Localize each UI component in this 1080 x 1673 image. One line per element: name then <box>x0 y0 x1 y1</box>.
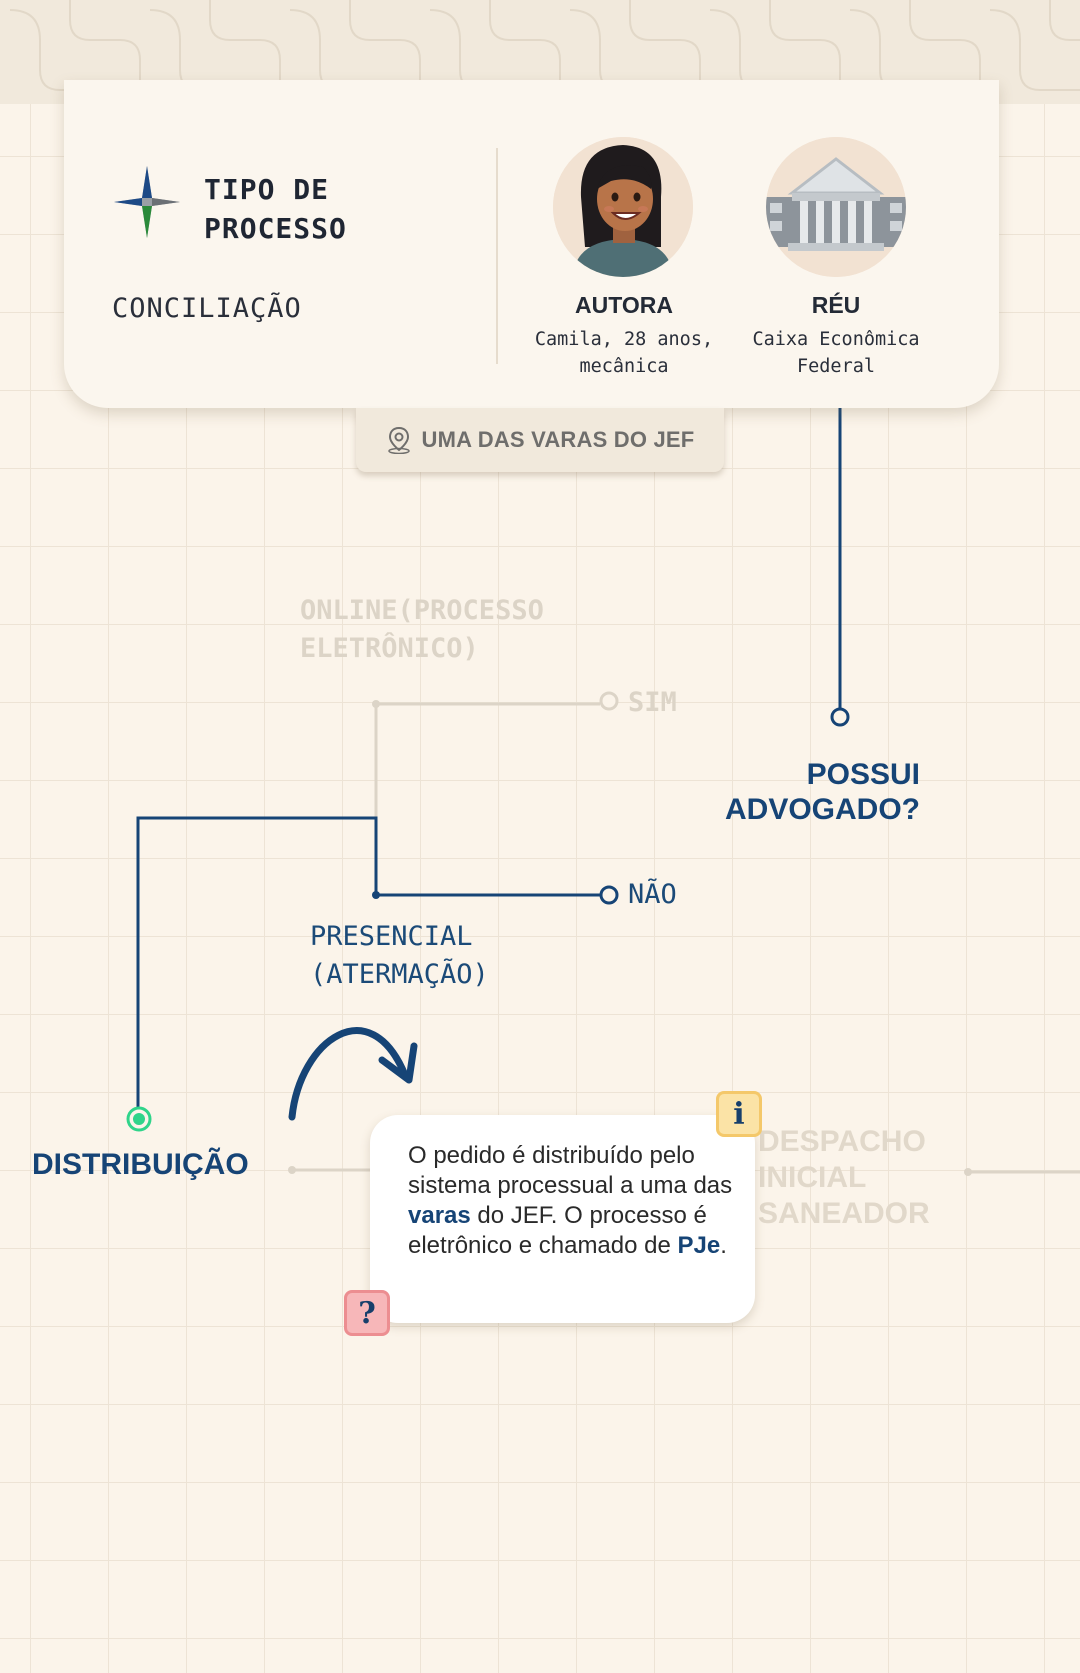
help-icon[interactable]: ? <box>344 1290 390 1336</box>
woman-avatar-icon <box>553 137 693 277</box>
pje-highlight: PJe <box>677 1232 721 1259</box>
next-step-title: DESPACHO INICIAL SANEADOR <box>758 1125 930 1230</box>
nao-node <box>599 885 619 905</box>
current-step-title: DISTRIBUIÇÃO <box>32 1148 249 1181</box>
explanation-part-3: . <box>720 1232 727 1259</box>
question-node <box>830 707 850 727</box>
info-icon[interactable]: i <box>716 1091 762 1137</box>
presencial-option-label: PRESENCIAL (ATERMAÇÃO) <box>310 921 489 990</box>
card-divider <box>496 148 498 364</box>
sim-branch-joint <box>372 700 380 708</box>
varas-highlight: varas <box>408 1202 471 1229</box>
author-avatar <box>553 137 693 277</box>
jef-logo-icon <box>114 166 180 238</box>
next-step-dot <box>964 1168 972 1176</box>
process-type: CONCILIAÇÃO <box>112 293 302 324</box>
arrow-head-icon <box>378 1042 418 1084</box>
lawyer-question: POSSUI ADVOGADO? <box>725 758 920 826</box>
author-label: AUTORA <box>575 292 673 318</box>
explanation-bubble: O pedido é distribuído pelo sistema proc… <box>370 1115 755 1323</box>
nao-branch-joint <box>372 891 380 899</box>
step-connector-dot <box>288 1166 296 1174</box>
distribuicao-active-dot <box>133 1113 145 1125</box>
bank-building-icon <box>766 137 906 277</box>
map-pin-icon <box>387 426 410 454</box>
nao-label: NÃO <box>628 879 677 910</box>
explanation-part-1: O pedido é distribuído pelo sistema proc… <box>408 1142 733 1199</box>
sim-label: SIM <box>628 687 677 718</box>
sim-branch-line <box>374 702 600 818</box>
defendant-avatar <box>766 137 906 277</box>
curved-arrow-icon <box>288 1027 409 1121</box>
sim-node <box>599 691 619 711</box>
card-title: TIPO DE PROCESSO <box>204 173 347 245</box>
online-option-label: ONLINE(PROCESSO ELETRÔNICO) <box>300 595 544 664</box>
nao-branch-line <box>136 816 600 1112</box>
explanation-text: O pedido é distribuído pelo sistema proc… <box>408 1141 738 1261</box>
defendant-description: Caixa Econômica Federal <box>752 329 920 377</box>
location-label: UMA DAS VARAS DO JEF <box>421 427 695 452</box>
explanation-part-2: do JEF. O processo é eletrônico e chamad… <box>408 1202 707 1259</box>
location-tab: UMA DAS VARAS DO JEF <box>356 408 724 472</box>
author-description: Camila, 28 anos, mecânica <box>534 329 714 377</box>
defendant-label: RÉU <box>811 292 861 318</box>
